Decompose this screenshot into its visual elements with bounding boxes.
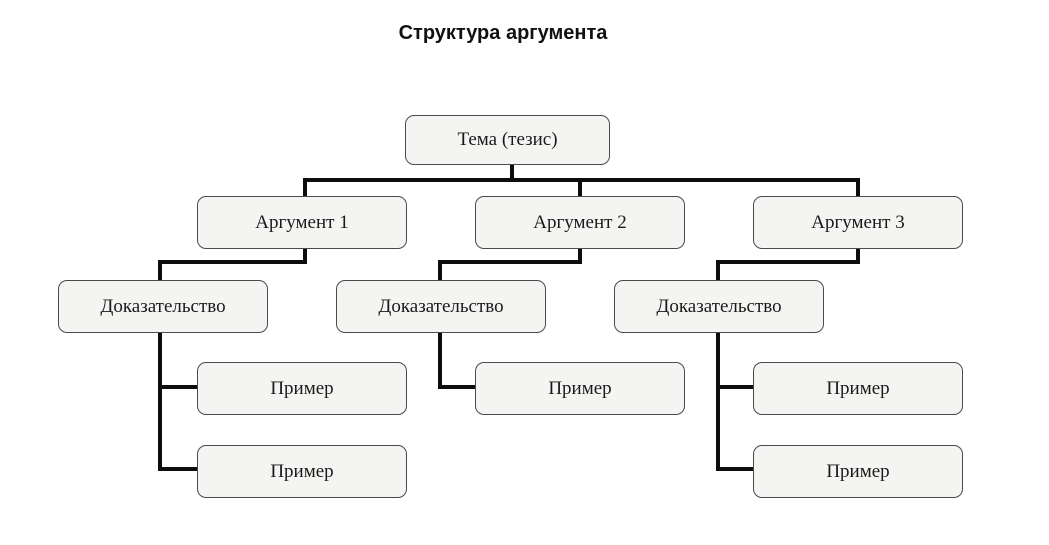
diagram-title: Структура аргумента bbox=[398, 22, 608, 44]
argument-2-label: Аргумент 2 bbox=[533, 211, 627, 233]
proof-1-node: Доказательство bbox=[58, 280, 268, 333]
argument-1-node: Аргумент 1 bbox=[197, 196, 407, 249]
proof-2-label: Доказательство bbox=[378, 295, 504, 317]
example-3b-label: Пример bbox=[826, 460, 890, 482]
topic-label: Тема (тезис) bbox=[457, 129, 558, 150]
example-1b-node: Пример bbox=[197, 445, 407, 498]
example-2a-node: Пример bbox=[475, 362, 685, 415]
argument-3-label: Аргумент 3 bbox=[811, 211, 905, 233]
topic-node: Тема (тезис) bbox=[405, 115, 610, 165]
proof-3-node: Доказательство bbox=[614, 280, 824, 333]
example-1b-label: Пример bbox=[270, 460, 334, 482]
proof-3-label: Доказательство bbox=[656, 295, 782, 317]
proof-1-label: Доказательство bbox=[100, 295, 226, 317]
argument-2-node: Аргумент 2 bbox=[475, 196, 685, 249]
example-3b-node: Пример bbox=[753, 445, 963, 498]
example-3a-node: Пример bbox=[753, 362, 963, 415]
example-1a-label: Пример bbox=[270, 377, 334, 399]
example-3a-label: Пример bbox=[826, 377, 890, 399]
argument-3-node: Аргумент 3 bbox=[753, 196, 963, 249]
example-1a-node: Пример bbox=[197, 362, 407, 415]
argument-1-label: Аргумент 1 bbox=[255, 211, 349, 233]
example-2a-label: Пример bbox=[548, 377, 612, 399]
proof-2-node: Доказательство bbox=[336, 280, 546, 333]
